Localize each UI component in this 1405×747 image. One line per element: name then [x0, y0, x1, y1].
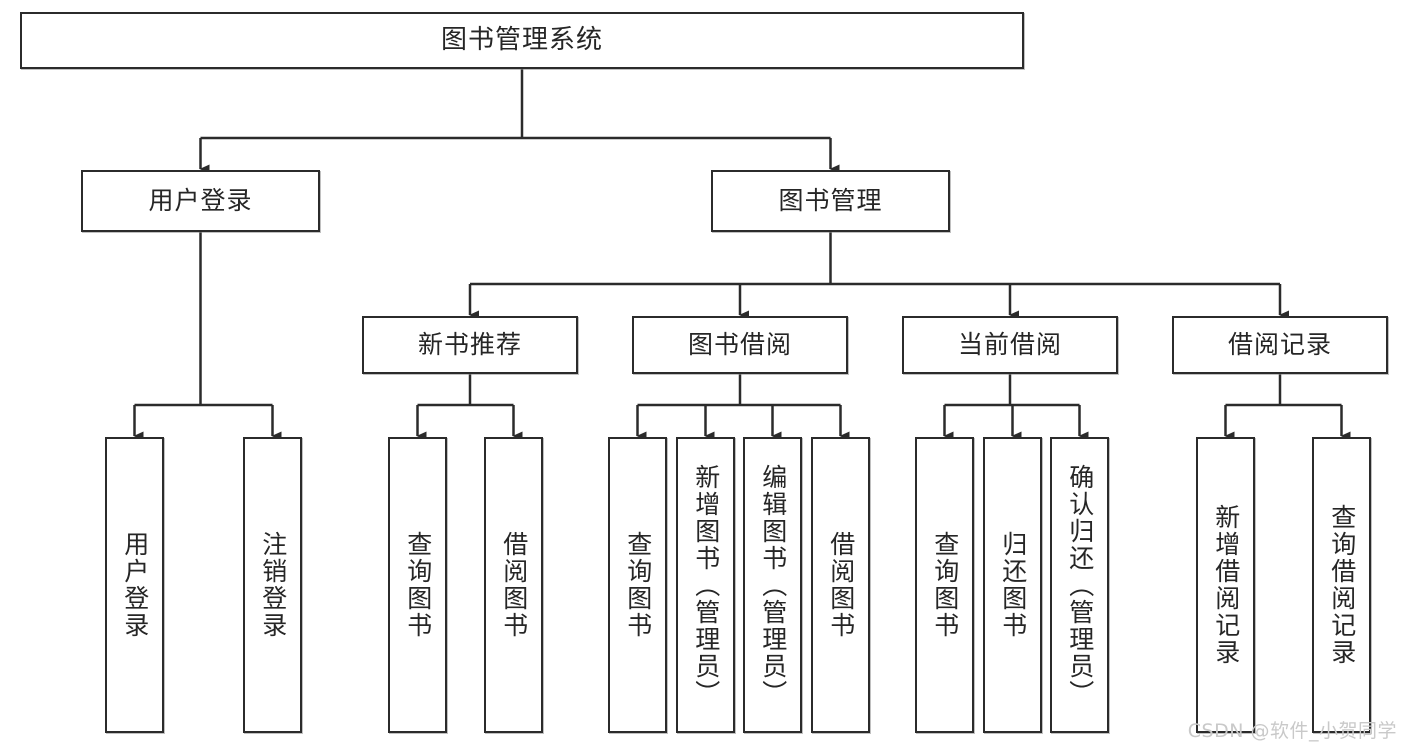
- node-label: 图书借阅: [687, 330, 792, 359]
- node-label: 查询图书: [930, 531, 960, 639]
- node-label: 查询借阅记录: [1327, 504, 1357, 666]
- node-label: 新书推荐: [417, 330, 522, 359]
- node-label: 新增借阅记录: [1211, 504, 1241, 666]
- node-label: 用户登录: [148, 186, 253, 215]
- node-label: 借阅记录: [1227, 330, 1332, 359]
- node-label: 借阅图书: [499, 531, 529, 639]
- leaf-logout[interactable]: 注销登录: [243, 437, 302, 733]
- leaf-query-book-current[interactable]: 查询图书: [915, 437, 974, 733]
- node-label: 借阅图书: [826, 531, 856, 639]
- node-book-borrowing[interactable]: 图书借阅: [632, 316, 848, 374]
- node-user-login[interactable]: 用户登录: [81, 170, 320, 232]
- node-borrowing-records[interactable]: 借阅记录: [1172, 316, 1388, 374]
- node-label: 查询图书: [623, 531, 653, 639]
- leaf-borrow-book-borrowing[interactable]: 借阅图书: [811, 437, 870, 733]
- node-label: 查询图书: [403, 531, 433, 639]
- leaf-return-book[interactable]: 归还图书: [983, 437, 1042, 733]
- node-label: 当前借阅: [957, 330, 1062, 359]
- node-new-book-recommendation[interactable]: 新书推荐: [362, 316, 578, 374]
- node-label: 新增图书（管理员）: [691, 463, 721, 707]
- leaf-query-book-recommendation[interactable]: 查询图书: [388, 437, 447, 733]
- leaf-add-borrowing-record[interactable]: 新增借阅记录: [1196, 437, 1255, 733]
- edge-group: [133, 69, 1351, 441]
- node-label: 编辑图书（管理员）: [758, 463, 788, 707]
- node-label: 归还图书: [998, 531, 1028, 639]
- leaf-borrow-book-recommendation[interactable]: 借阅图书: [484, 437, 543, 733]
- node-label: 用户登录: [120, 531, 150, 639]
- node-label: 图书管理系统: [440, 24, 603, 55]
- leaf-user-login[interactable]: 用户登录: [105, 437, 164, 733]
- node-label: 图书管理: [778, 186, 883, 215]
- leaf-query-book-borrowing[interactable]: 查询图书: [608, 437, 667, 733]
- leaf-edit-book-admin[interactable]: 编辑图书（管理员）: [743, 437, 802, 733]
- node-label: 确认归还（管理员）: [1065, 463, 1095, 707]
- leaf-query-borrowing-record[interactable]: 查询借阅记录: [1312, 437, 1371, 733]
- node-book-management[interactable]: 图书管理: [711, 170, 950, 232]
- node-label: 注销登录: [258, 531, 288, 639]
- leaf-add-book-admin[interactable]: 新增图书（管理员）: [676, 437, 735, 733]
- node-current-borrowing[interactable]: 当前借阅: [902, 316, 1118, 374]
- node-root-book-management-system[interactable]: 图书管理系统: [20, 12, 1024, 69]
- leaf-confirm-return-admin[interactable]: 确认归还（管理员）: [1050, 437, 1109, 733]
- csdn-watermark: CSDN @软件_小贺同学: [1187, 720, 1397, 742]
